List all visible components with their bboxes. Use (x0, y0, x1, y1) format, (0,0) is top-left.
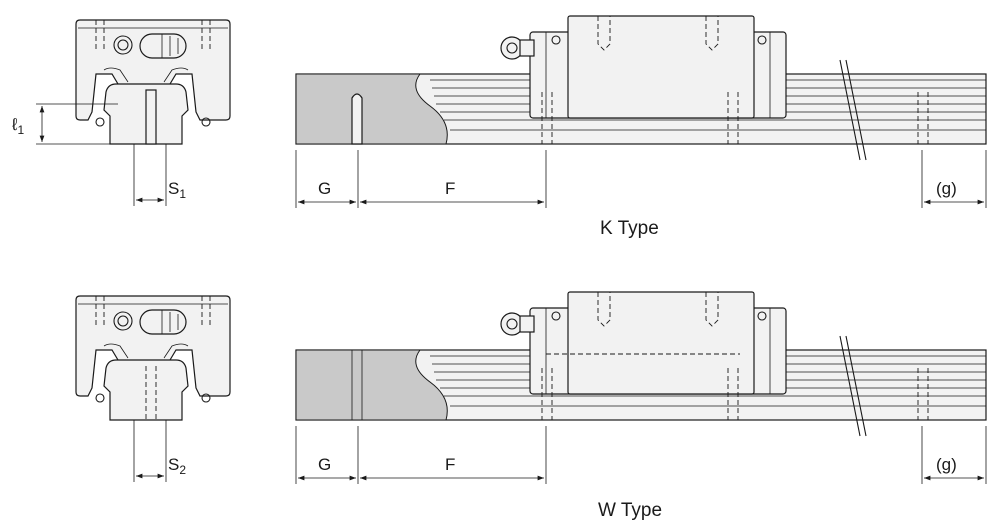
k-type-side-view (296, 16, 986, 208)
w-type-dim-f: F (445, 455, 455, 474)
s1-label: S1 (168, 179, 186, 201)
k-type-group: ℓ1 S1 G F (g) K Type (11, 16, 986, 239)
k-type-rail-pin (351, 93, 363, 145)
w-type-side-view (296, 292, 986, 484)
k-type-dim-gap: (g) (936, 179, 957, 198)
k-type-dim-g: G (318, 179, 331, 198)
w-type-dim-gap: (g) (936, 455, 957, 474)
w-type-cross-section (75, 295, 231, 483)
w-type-dim-g: G (318, 455, 331, 474)
k-type-dim-f: F (445, 179, 455, 198)
k-type-section-pin (145, 89, 157, 145)
k-type-caption: K Type (600, 218, 659, 239)
w-type-group: S2 G F (g) W Type (75, 292, 986, 521)
l1-label: ℓ1 (11, 115, 25, 137)
w-type-caption: W Type (598, 500, 662, 521)
s2-label: S2 (168, 455, 186, 477)
